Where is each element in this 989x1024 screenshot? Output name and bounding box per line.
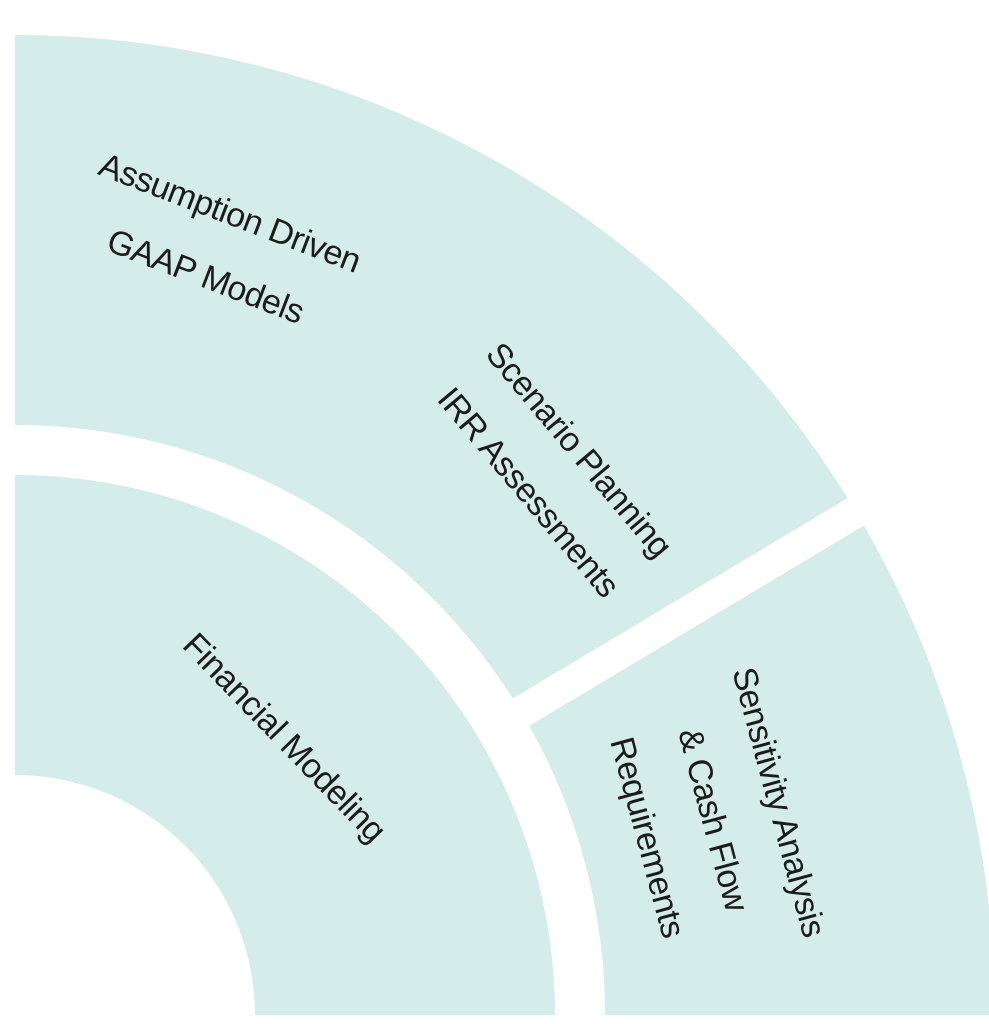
segment-sensitivity-analysis: [529, 525, 989, 1015]
segment-financial-modeling: [15, 475, 555, 1015]
segment-scenario-planning: [315, 166, 848, 699]
